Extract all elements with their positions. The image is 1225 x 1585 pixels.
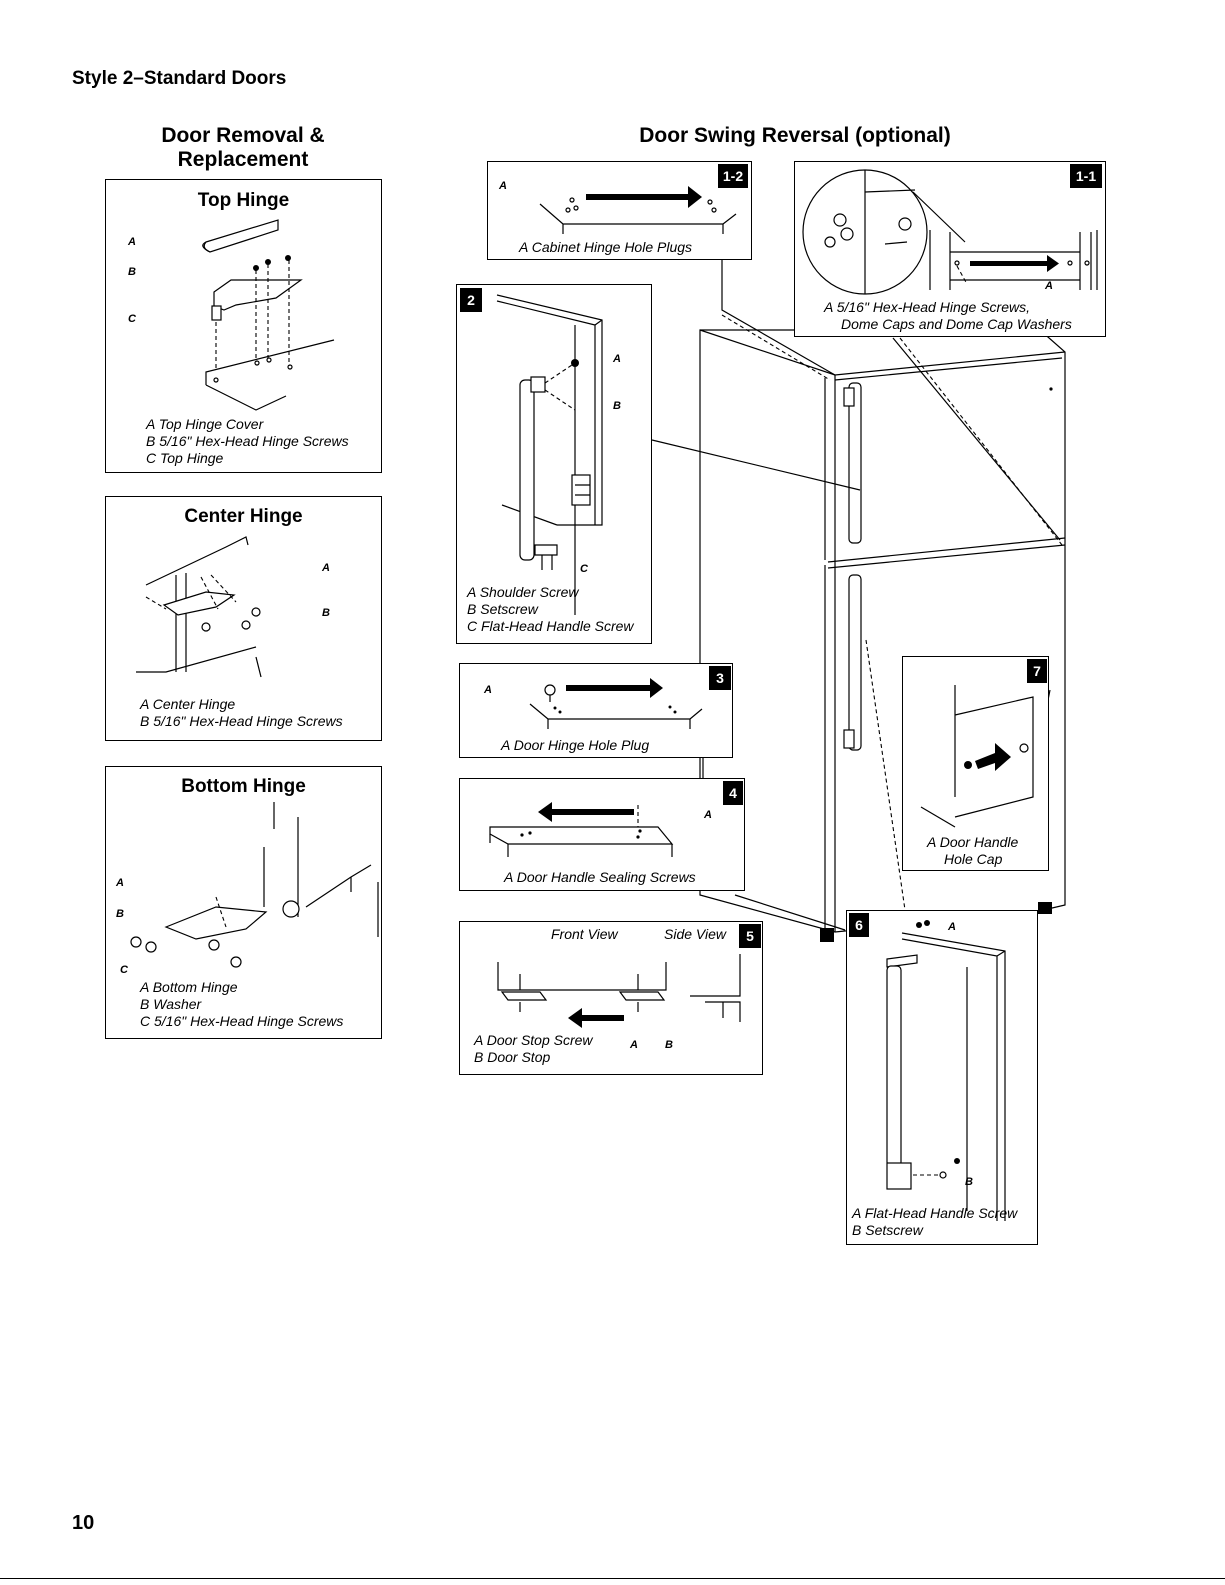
legend-item: A Flat-Head Handle Screw: [852, 1205, 1018, 1221]
legend-item: A Center Hinge: [140, 696, 236, 712]
left-heading-line2: Replacement: [177, 148, 309, 171]
step-5-drawing: [497, 954, 741, 1028]
step-badge-1-1: 1-1: [1070, 164, 1102, 188]
step-1-1-drawing: [802, 169, 1098, 295]
step-1-1-legend: A 5/16" Hex-Head Hinge Screws, Dome Caps…: [824, 299, 1072, 333]
legend-item: A Top Hinge Cover: [146, 416, 264, 432]
callout-a: A: [948, 921, 956, 933]
step-7-panel: 7 A Door Handle Hole Cap: [902, 656, 1049, 871]
center-hinge-panel: Center Hinge A B A Center Hinge B 5/16" …: [105, 496, 382, 741]
callout-a: A: [484, 684, 492, 696]
callout-a: A: [1045, 280, 1053, 292]
callout-a: A: [630, 1039, 638, 1051]
step-2-drawing: [496, 294, 603, 615]
step-badge-7: 7: [1027, 659, 1047, 683]
callout-b: B: [116, 908, 124, 920]
step-1-1-panel: 1-1 A A 5/16" Hex-Head Hinge Screws, Dom…: [794, 161, 1106, 337]
step-6-panel: 6 A B A Flat-Head Handle Screw B Setscre…: [846, 910, 1038, 1245]
legend-item: B 5/16" Hex-Head Hinge Screws: [146, 433, 349, 449]
bottom-hinge-panel: Bottom Hinge A B C A Bottom Hinge B Wash…: [105, 766, 382, 1039]
step-1-2-drawing: [539, 186, 737, 234]
legend-item: C 5/16" Hex-Head Hinge Screws: [140, 1013, 344, 1029]
page-number: 10: [72, 1512, 95, 1534]
bottom-hinge-legend: A Bottom Hinge B Washer C 5/16" Hex-Head…: [140, 979, 343, 1030]
callout-a: A: [116, 877, 124, 889]
step-2-panel: 2 A B C A Shoulder Screw B Setscrew C Fl…: [456, 284, 652, 644]
bottom-hinge-title: Bottom Hinge: [181, 776, 306, 797]
legend-item: A Bottom Hinge: [140, 979, 238, 995]
callout-b: B: [128, 266, 136, 278]
step-3-drawing: [529, 678, 703, 729]
section-title: Style 2–Standard Doors: [72, 68, 287, 89]
bottom-rule: [0, 1578, 1225, 1579]
step-4-drawing: [489, 802, 674, 857]
legend-item: Hole Cap: [944, 851, 1003, 867]
legend-item: A Door Stop Screw: [474, 1032, 593, 1048]
legend-item: C Top Hinge: [146, 450, 224, 466]
top-hinge-drawing: [202, 219, 335, 411]
callout-b: B: [613, 400, 621, 412]
legend-item: B Setscrew: [467, 601, 538, 617]
step-4-legend: A Door Handle Sealing Screws: [504, 869, 696, 885]
legend-item: C Flat-Head Handle Screw: [467, 618, 634, 634]
front-view-label: Front View: [551, 926, 618, 942]
step-7-drawing: [920, 685, 1034, 828]
step-badge-4: 4: [723, 781, 743, 805]
legend-item: A 5/16" Hex-Head Hinge Screws,: [824, 299, 1030, 315]
callout-c: C: [120, 964, 128, 976]
callout-c: C: [580, 563, 588, 575]
callout-c: C: [128, 313, 136, 325]
callout-a: A: [613, 353, 621, 365]
step-badge-2: 2: [460, 288, 482, 312]
bottom-hinge-drawing: [130, 802, 379, 968]
legend-item: B Washer: [140, 996, 202, 1012]
callout-a: A: [128, 236, 136, 248]
step-2-legend: A Shoulder Screw B Setscrew C Flat-Head …: [467, 584, 634, 635]
legend-item: B Door Stop: [474, 1049, 551, 1065]
step-3-panel: 3 A A Door Hinge Hole Plug: [459, 663, 733, 758]
callout-a: A: [704, 809, 712, 821]
step-5-legend: A Door Stop Screw B Door Stop: [474, 1032, 593, 1066]
step-6-drawing: [886, 920, 1006, 1221]
step-6-legend: A Flat-Head Handle Screw B Setscrew: [852, 1205, 1017, 1239]
step-1-2-panel: 1-2 A A Cabinet Hinge Hole Plugs: [487, 161, 752, 260]
step-7-legend: A Door Handle Hole Cap: [927, 834, 1018, 868]
legend-item: A Door Handle: [927, 834, 1019, 850]
center-hinge-drawing: [136, 536, 262, 678]
step-3-legend: A Door Hinge Hole Plug: [501, 737, 650, 753]
left-heading-line1: Door Removal &: [161, 124, 325, 147]
top-hinge-panel: Top Hinge A B C A Top Hinge Cover B 5/16…: [105, 179, 382, 473]
step-4-panel: 4 A A Door Handle Sealing Screws: [459, 778, 745, 891]
step-badge-6: 6: [849, 913, 869, 937]
step-1-2-legend: A Cabinet Hinge Hole Plugs: [519, 239, 693, 255]
top-hinge-title: Top Hinge: [197, 190, 290, 211]
callout-a: A: [322, 562, 330, 574]
center-hinge-legend: A Center Hinge B 5/16" Hex-Head Hinge Sc…: [140, 696, 343, 730]
legend-item: Dome Caps and Dome Cap Washers: [841, 316, 1072, 332]
center-hinge-title: Center Hinge: [184, 506, 303, 527]
right-heading: Door Swing Reversal (optional): [639, 124, 951, 147]
step-badge-1-2: 1-2: [718, 164, 748, 188]
callout-a: A: [499, 180, 507, 192]
step-badge-3: 3: [709, 666, 731, 690]
legend-item: B 5/16" Hex-Head Hinge Screws: [140, 713, 343, 729]
callout-b: B: [665, 1039, 673, 1051]
step-badge-5: 5: [739, 924, 761, 948]
left-heading: Door Removal & Replacement: [105, 124, 381, 172]
step-5-panel: 5 Front View Side View A B A Door Stop S…: [459, 921, 763, 1075]
side-view-label: Side View: [664, 926, 727, 942]
callout-b: B: [322, 607, 330, 619]
legend-item: A Shoulder Screw: [467, 584, 579, 600]
legend-item: B Setscrew: [852, 1222, 923, 1238]
top-hinge-legend: A Top Hinge Cover B 5/16" Hex-Head Hinge…: [146, 416, 349, 467]
callout-b: B: [965, 1176, 973, 1188]
